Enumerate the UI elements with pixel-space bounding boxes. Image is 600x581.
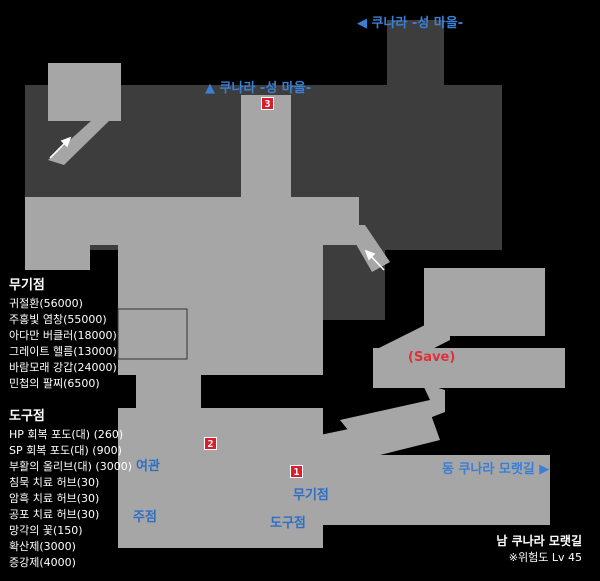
shop-item: 공포 치료 허브(30) [9, 508, 100, 521]
shop-outline [117, 308, 188, 360]
shop-item: 부활의 올리브(대) (3000) [9, 460, 132, 473]
shop-item: 주홍빛 염창(55000) [9, 313, 107, 326]
shop-item: 망각의 꽃(150) [9, 524, 83, 537]
zone-info: 남 쿠나라 모랫길 ※위험도 Lv 45 [496, 532, 582, 565]
exit-label-east-sand-road[interactable]: 동 쿠나라 모랫길 ▶ [442, 462, 550, 477]
exit-label-castle-town-north[interactable]: ▲ 쿠나라 -성 마을- [205, 81, 312, 96]
walkable-path [25, 63, 565, 548]
weapon-shop-title: 무기점 [9, 278, 45, 293]
place-label-tavern[interactable]: 주점 [133, 510, 157, 525]
place-label-item-shop[interactable]: 도구점 [270, 516, 306, 531]
shop-item: 아다만 버클러(18000) [9, 329, 117, 342]
arrow-icon [49, 136, 385, 271]
shop-item: 바람모래 강갑(24000) [9, 361, 117, 374]
shop-item: 민첩의 팔찌(6500) [9, 377, 100, 390]
weapon-shop-list: 무기점 귀절환(56000) 주홍빛 염창(55000) 아다만 버클러(180… [9, 278, 117, 392]
shop-item: 확산제(3000) [9, 540, 76, 553]
map-marker-1[interactable]: 1 [290, 465, 303, 478]
place-label-weapon-shop[interactable]: 무기점 [293, 488, 329, 503]
map-marker-3[interactable]: 3 [261, 97, 274, 110]
shop-item: 침묵 치료 허브(30) [9, 476, 100, 489]
shop-item: SP 회복 포도(대) (900) [9, 444, 122, 457]
save-point-label[interactable]: (Save) [408, 350, 456, 365]
map-marker-2[interactable]: 2 [204, 437, 217, 450]
shop-item: 암흑 치료 허브(30) [9, 492, 100, 505]
shop-item: 증강제(4000) [9, 556, 76, 569]
item-shop-title: 도구점 [9, 409, 45, 424]
place-label-inn[interactable]: 여관 [136, 459, 160, 474]
zone-name: 남 쿠나라 모랫길 [496, 534, 582, 548]
item-shop-list: 도구점 HP 회복 포도(대) (260) SP 회복 포도(대) (900) … [9, 409, 132, 571]
shop-item: 귀절환(56000) [9, 297, 83, 310]
exit-label-castle-town-west[interactable]: ◀ 쿠나라 -성 마을- [357, 16, 464, 31]
shop-item: 그레이트 헬름(13000) [9, 345, 117, 358]
zone-danger-level: ※위험도 Lv 45 [508, 551, 582, 564]
shop-item: HP 회복 포도(대) (260) [9, 428, 124, 441]
